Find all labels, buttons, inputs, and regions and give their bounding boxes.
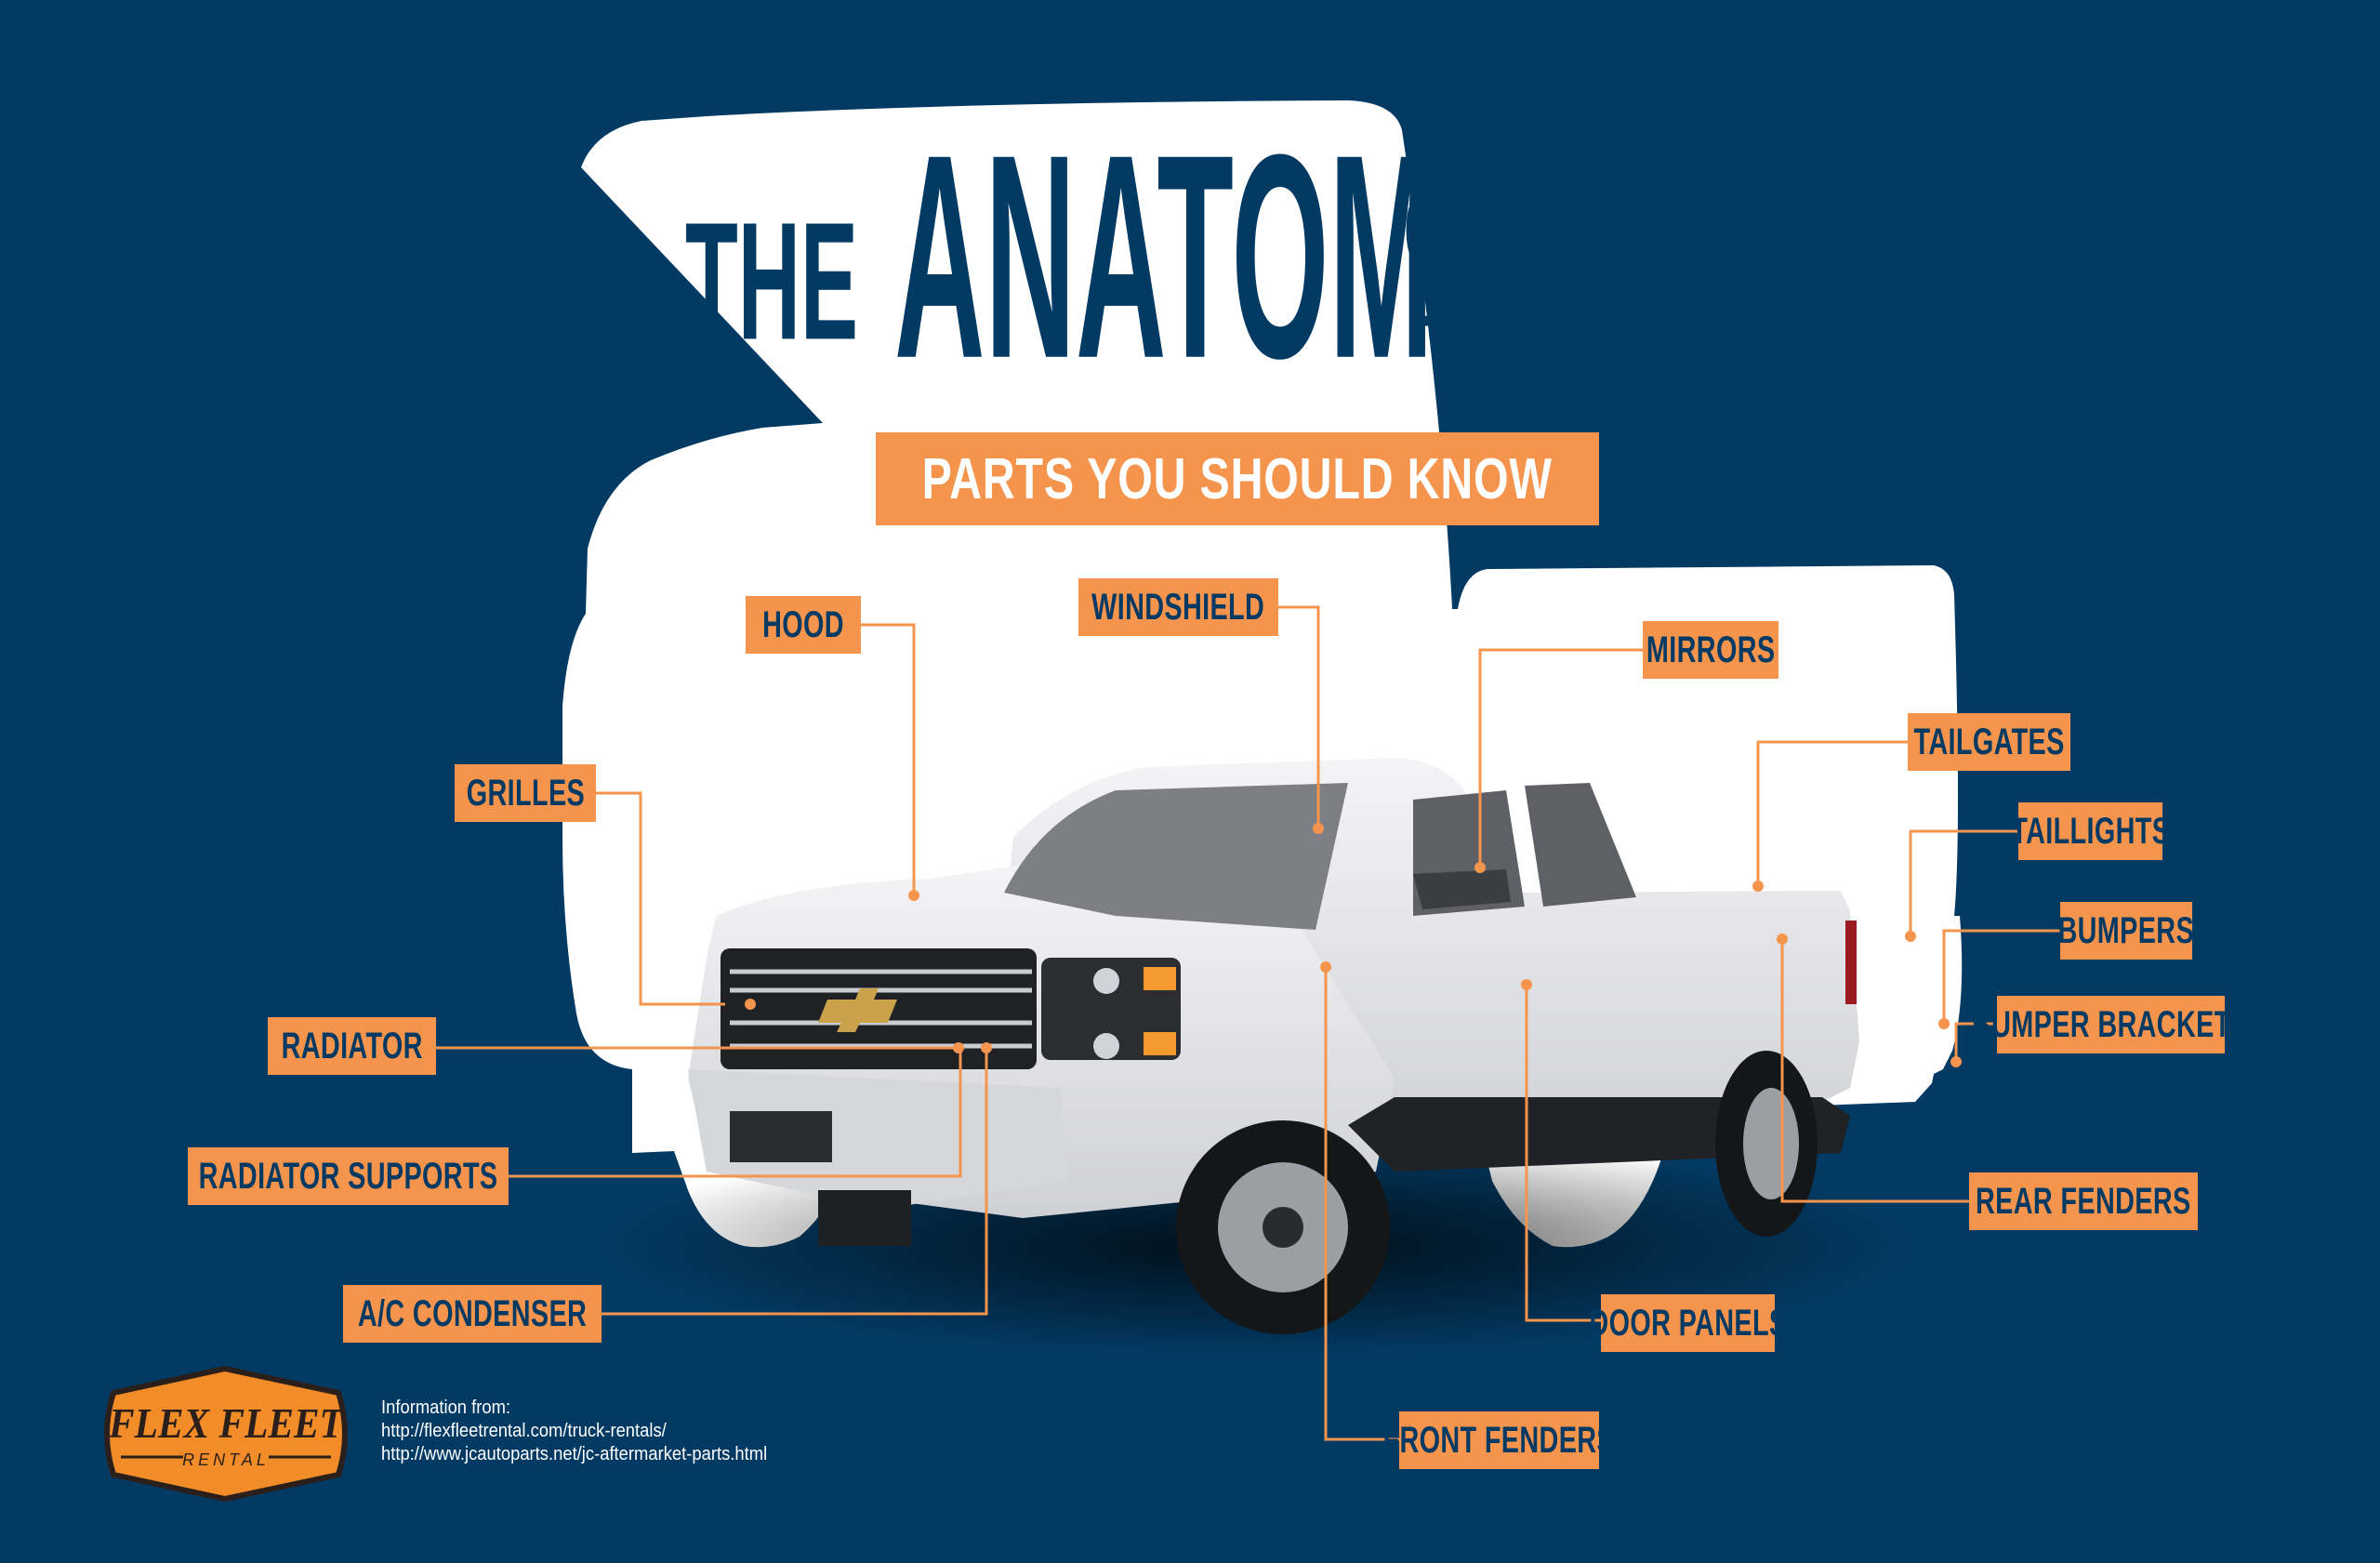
label-text: WINDSHIELD [1091, 586, 1265, 628]
subtitle-text: PARTS YOU SHOULD KNOW [921, 446, 1554, 511]
label-grilles: GRILLES [455, 764, 596, 822]
label-door-panels: DOOR PANELS [1589, 1294, 1787, 1352]
label-text: RADIATOR [281, 1025, 423, 1066]
label-text: TAILLIGHTS [2010, 810, 2171, 852]
label-text: BUMPERS [2057, 909, 2195, 951]
label-text: HOOD [762, 603, 844, 645]
logo-badge-icon [104, 1365, 348, 1503]
sources-block: Information from: http://flexfleetrental… [381, 1397, 800, 1466]
subtitle-banner: PARTS YOU SHOULD KNOW [876, 432, 1599, 525]
label-text: A/C CONDENSER [357, 1292, 588, 1334]
title-word-a: A [1410, 258, 1443, 362]
source-link-flexfleet[interactable]: http://flexfleetrental.com/truck-rentals… [381, 1421, 667, 1441]
label-text: BUMPER BRACKETS [1972, 1003, 2250, 1045]
flex-fleet-logo: FLEX FLEET RENTAL [95, 1365, 357, 1503]
logo-sub-text: RENTAL [182, 1450, 270, 1469]
label-text: MIRRORS [1646, 629, 1776, 670]
label-taillights: TAILLIGHTS [2011, 802, 2170, 860]
logo-main-text: FLEX FLEET [109, 1399, 343, 1447]
label-bumpers: BUMPERS [2057, 902, 2195, 960]
label-bumper-brackets: BUMPER BRACKETS [1972, 996, 2249, 1053]
label-mirrors: MIRRORS [1643, 621, 1778, 679]
label-radiator-supports: RADIATOR SUPPORTS [188, 1147, 509, 1205]
label-text: GRILLES [466, 772, 585, 814]
label-text: DOOR PANELS [1588, 1302, 1788, 1344]
label-tailgates: TAILGATES [1908, 713, 2070, 771]
label-text: RADIATOR SUPPORTS [198, 1155, 498, 1197]
title-word-truck: TRUCK [1529, 145, 1851, 349]
sources-heading: Information from: [381, 1397, 511, 1418]
label-hood: HOOD [746, 596, 861, 654]
label-radiator: RADIATOR [268, 1017, 436, 1075]
label-text: TAILGATES [1913, 721, 2065, 762]
title-word-the: THE [685, 187, 858, 375]
label-text: FRONT FENDERS [1382, 1419, 1616, 1461]
title-word-anatomy: ANATOMY [894, 94, 1517, 418]
title-word-of: OF [1405, 178, 1457, 282]
label-windshield: WINDSHIELD [1078, 578, 1278, 636]
label-text: REAR FENDERS [1976, 1180, 2191, 1222]
label-ac-condenser: A/C CONDENSER [343, 1285, 602, 1343]
label-rear-fenders: REAR FENDERS [1969, 1172, 2198, 1230]
source-link-jcautoparts[interactable]: http://www.jcautoparts.net/jc-aftermarke… [381, 1444, 768, 1464]
label-front-fenders: FRONT FENDERS [1383, 1411, 1615, 1469]
